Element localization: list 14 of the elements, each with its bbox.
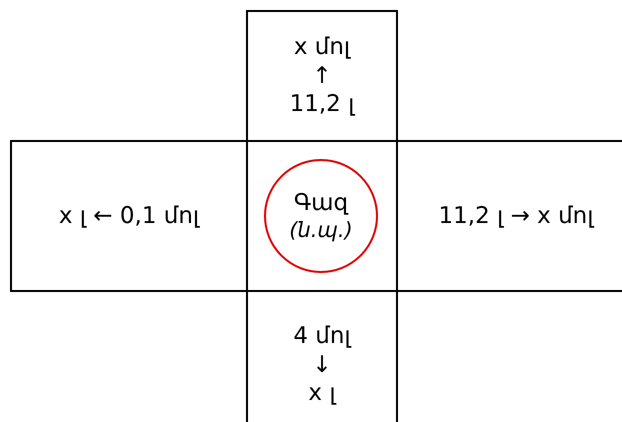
cell-text: ↑ <box>312 62 332 90</box>
table-cell <box>246 290 398 422</box>
cell-text: x լ ← 0,1 մոլ <box>58 202 200 230</box>
cell-text: x լ <box>308 379 336 408</box>
gas-label: Գազ <box>294 188 348 218</box>
cell-text: ↓ <box>312 350 332 380</box>
cell-text: 11,2 լ → x մոլ <box>438 202 594 230</box>
cell-text: 4 մոլ <box>293 322 351 351</box>
table-cell <box>396 140 622 292</box>
cell-text: 11,2 լ <box>290 90 354 120</box>
table-cell <box>246 10 398 142</box>
cell-text: x մոլ <box>294 32 350 62</box>
condition-label: (ն.պ.) <box>289 217 353 244</box>
table-cell <box>10 140 248 292</box>
